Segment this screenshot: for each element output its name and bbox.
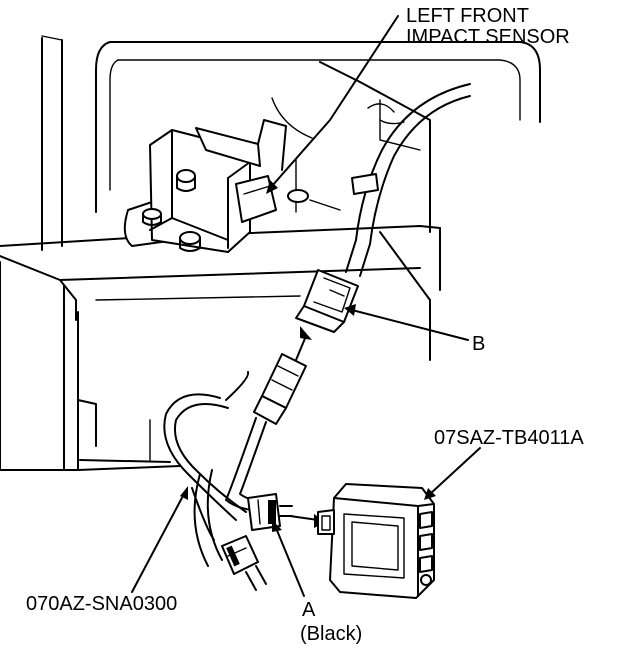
sensor-label-line1: LEFT FRONT: [406, 5, 529, 27]
harness-end-plug: [221, 535, 267, 591]
impact-sensor-bracket: [123, 119, 309, 253]
test-tool-box: [317, 483, 435, 599]
left-front-impact-sensor-label: LEFT FRONT IMPACT SENSOR: [406, 6, 570, 48]
connector-a-black: [247, 493, 293, 531]
vehicle-body-panel: [0, 35, 541, 471]
harness-label: 070AZ-SNA0300: [26, 593, 178, 615]
connector-b-label: B: [472, 333, 486, 355]
connector-b-vehicle: [295, 269, 359, 333]
tool-box-label: 07SAZ-TB4011A: [434, 427, 584, 449]
connector-b-tool: [253, 353, 307, 425]
tool-harness-cable: [163, 371, 267, 567]
connection-arrows: [289, 326, 326, 528]
connector-a-note: (Black): [300, 623, 363, 645]
sensor-harness: [345, 83, 471, 277]
sensor-label-line2: IMPACT SENSOR: [406, 26, 570, 48]
callout-leaders: [131, 15, 481, 597]
connector-a-label: A: [302, 599, 316, 621]
